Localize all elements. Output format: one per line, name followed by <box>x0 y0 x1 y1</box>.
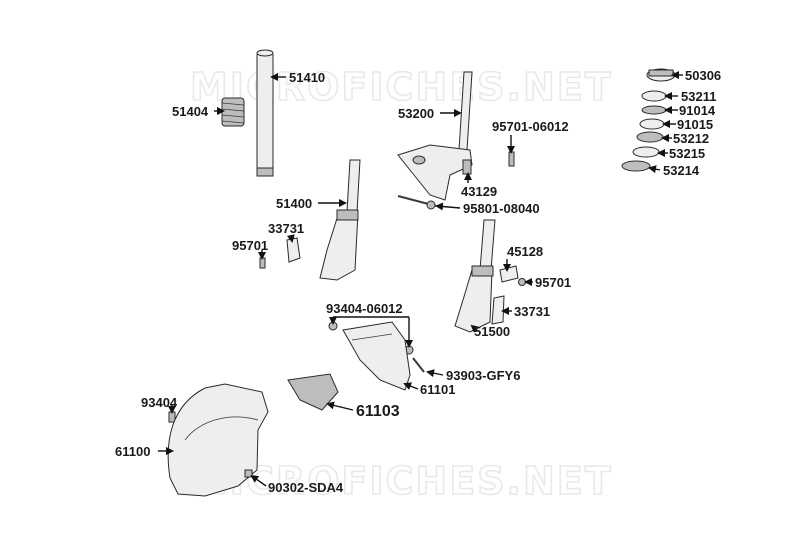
steering-stem-53200 <box>397 71 473 201</box>
bolt-95701-06012 <box>508 151 515 167</box>
label-61100: 61100 <box>115 444 150 459</box>
label-90302-SDA4: 90302-SDA4 <box>268 480 344 495</box>
label-93404-06012: 93404-06012 <box>326 301 403 316</box>
clip-43129 <box>462 159 472 175</box>
label-53211: 53211 <box>681 89 716 104</box>
cover-33731-left <box>286 237 301 263</box>
bracket-61103 <box>287 373 339 411</box>
inner-fender-61101 <box>342 321 411 391</box>
label-51410: 51410 <box>289 70 325 85</box>
bolt-95801-08040 <box>397 195 437 210</box>
label-93404: 93404 <box>141 395 178 410</box>
label-91014: 91014 <box>679 103 716 118</box>
label-95701-06012: 95701-06012 <box>492 119 569 134</box>
label-43129: 43129 <box>461 184 497 199</box>
fork-leg-51400 <box>319 159 361 281</box>
label-91015: 91015 <box>677 117 713 132</box>
cover-33731-right <box>491 295 505 325</box>
label-33731-right: 33731 <box>514 304 550 319</box>
fork-tube-51410 <box>256 49 274 177</box>
label-50306: 50306 <box>685 68 721 83</box>
label-53200: 53200 <box>398 106 434 121</box>
label-53214: 53214 <box>663 163 700 178</box>
label-51400: 51400 <box>276 196 312 211</box>
fork-leg-51500 <box>454 219 496 333</box>
label-33731-left: 33731 <box>268 221 304 236</box>
label-61103: 61103 <box>356 403 400 420</box>
watermark-top: MICROFICHES.NET <box>190 65 613 109</box>
label-45128: 45128 <box>507 244 543 259</box>
spring-51404 <box>221 97 245 127</box>
screw-93903-GFY6 <box>412 357 425 373</box>
label-53212: 53212 <box>673 131 709 146</box>
label-61101: 61101 <box>420 382 455 397</box>
label-95701-right: 95701 <box>535 275 571 290</box>
label-95701-left: 95701 <box>232 238 268 253</box>
screw-90302-SDA4 <box>244 469 253 478</box>
label-51404: 51404 <box>172 104 209 119</box>
label-51500: 51500 <box>474 324 510 339</box>
label-95801-08040: 95801-08040 <box>463 201 540 216</box>
leader-lines <box>158 71 683 487</box>
bracket-45128 <box>499 265 519 283</box>
label-53215: 53215 <box>669 146 705 161</box>
bolt-95701-left <box>259 257 266 269</box>
label-93903-GFY6: 93903-GFY6 <box>446 368 520 383</box>
bolt-95701-right <box>518 278 526 286</box>
bearing-stack <box>621 68 676 172</box>
